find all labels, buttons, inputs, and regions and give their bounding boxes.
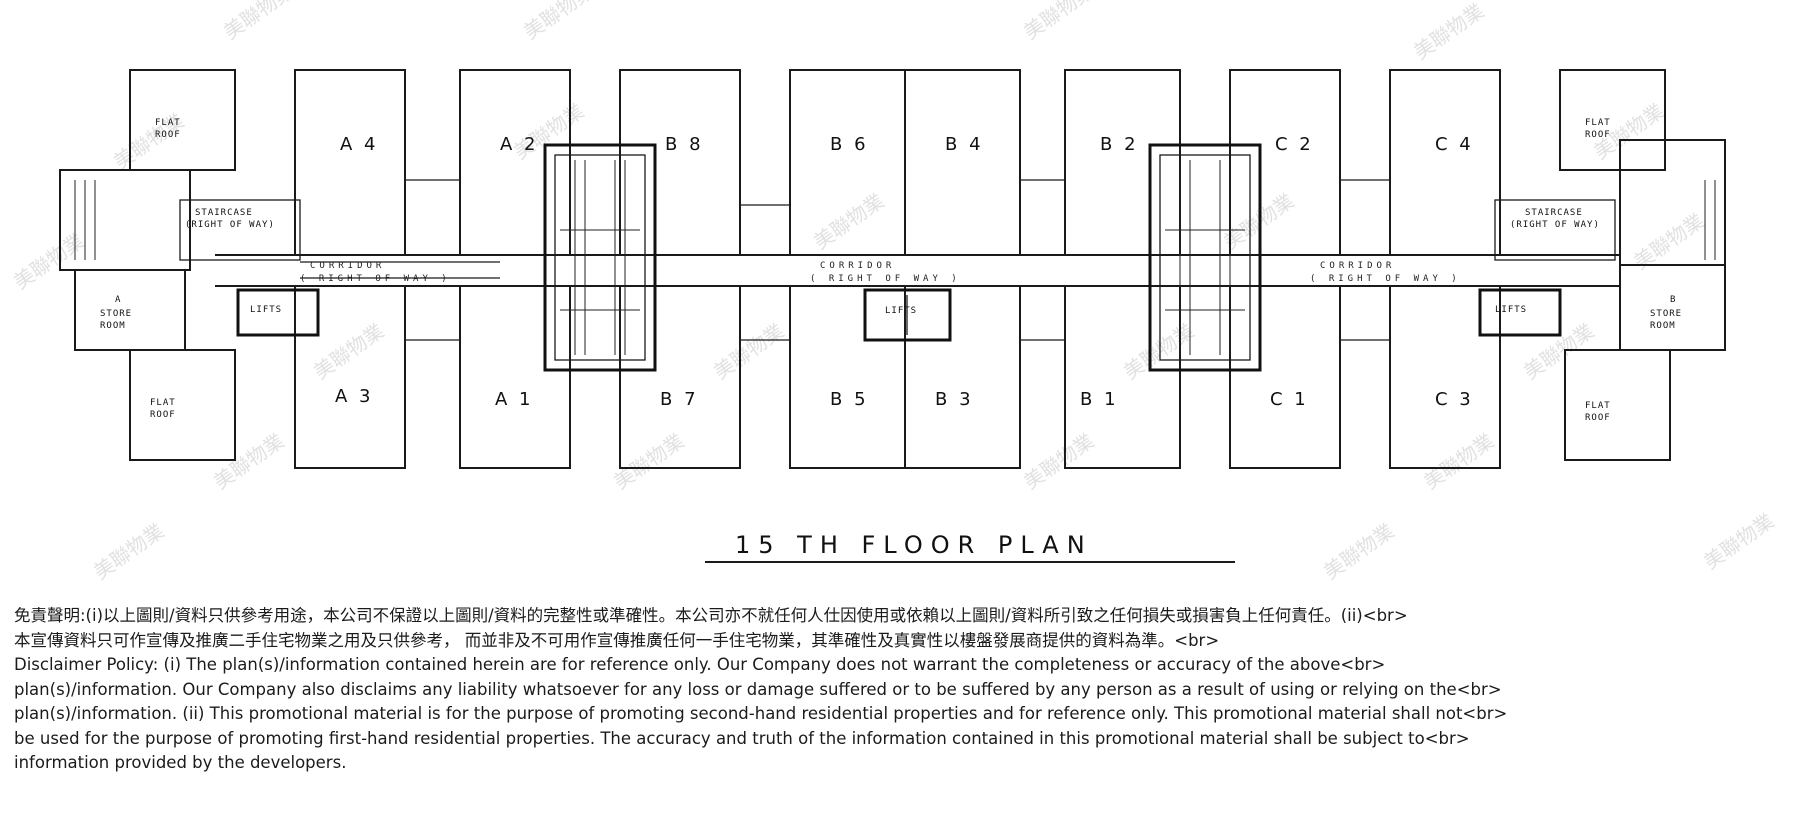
corridor-label: CORRIDOR [310,261,385,271]
disclaimer-line: Disclaimer Policy: (i) The plan(s)/infor… [14,655,1386,674]
unit-b7-label: B 7 [660,389,699,410]
disclaimer-line: information provided by the developers. [14,753,347,772]
flat-roof-label: ROOF [1585,413,1611,423]
disclaimer-line: be used for the purpose of promoting fir… [14,728,1470,748]
corridor-label: ( RIGHT OF WAY ) [1310,274,1461,284]
watermark: 美聯物業 [1019,429,1098,495]
floor-plan-title: 15 TH FLOOR PLAN [735,531,1093,559]
staircase-label: STAIRCASE [195,208,253,218]
store-room-b-label: STORE [1650,309,1682,319]
watermark: 美聯物業 [1699,509,1778,575]
corridor-label: ( RIGHT OF WAY ) [810,274,961,284]
watermark: 美聯物業 [519,0,598,44]
plan-title: 15 TH FLOOR PLAN [705,531,1235,563]
watermark: 美聯物業 [1119,319,1198,385]
disclaimer-line: 免責聲明:(i)以上圖則/資料只供參考用途，本公司不保證以上圖則/資料的完整性或… [14,606,1408,625]
watermark: 美聯物業 [1319,519,1398,585]
flat-roof-label: FLAT [150,398,176,408]
store-room-b-label: ROOM [1650,321,1676,331]
unit-c4-label: C 4 [1435,134,1474,155]
store-room-a-label: A [115,295,121,305]
watermark: 美聯物業 [809,189,888,255]
unit-c2-label: C 2 [1275,134,1314,155]
flat-roof-label: FLAT [1585,401,1611,411]
watermarks: 美聯物業 美聯物業 美聯物業 美聯物業 美聯物業 美聯物業 美聯物業 美聯物業 … [9,0,1778,584]
lifts-label: LIFTS [1495,305,1527,315]
flat-roof-label: ROOF [155,130,181,140]
staircase-label: STAIRCASE [1525,208,1583,218]
store-room-b-label: B [1670,295,1676,305]
corridor-label: CORRIDOR [820,261,895,271]
unit-b8-label: B 8 [665,134,704,155]
disclaimer-line: plan(s)/information. Our Company also di… [14,679,1502,699]
right-wing [1478,69,1726,461]
flat-roof-label: FLAT [1585,118,1611,128]
watermark: 美聯物業 [219,0,298,44]
staircase-label: (RIGHT OF WAY) [1510,220,1600,230]
corridor-label: CORRIDOR [1320,261,1395,271]
stair-core-left [543,143,657,372]
unit-a4-label: A 4 [340,134,379,155]
flat-roof-label: ROOF [150,410,176,420]
disclaimer-line: plan(s)/information. (ii) This promotion… [14,704,1508,723]
watermark: 美聯物業 [709,319,788,385]
unit-b4-label: B 4 [945,134,984,155]
unit-b2-label: B 2 [1100,134,1139,155]
disclaimer-text: 免責聲明:(i)以上圖則/資料只供參考用途，本公司不保證以上圖則/資料的完整性或… [14,604,1786,776]
unit-a3-label: A 3 [335,386,374,407]
upper-units [294,69,1501,256]
disclaimer-line: 本宣傳資料只可作宣傳及推廣二手住宅物業之用及只供參考， 而並非及不可用作宣傳推廣… [14,630,1220,650]
unit-c1-label: C 1 [1270,389,1309,410]
lift-core-center [863,288,952,342]
flat-roof-label: ROOF [1585,130,1611,140]
unit-b1-label: B 1 [1080,389,1119,410]
store-room-a-label: STORE [100,309,132,319]
corridor-label: ( RIGHT OF WAY ) [300,274,451,284]
watermark: 美聯物業 [1019,0,1098,44]
watermark: 美聯物業 [1409,0,1488,64]
watermark: 美聯物業 [209,429,288,495]
stair-core-right [1148,143,1262,372]
watermark: 美聯物業 [9,229,88,295]
unit-labels: A 4 A 2 B 8 B 6 B 4 B 2 C 2 C 4 A 3 A 1 … [335,134,1474,410]
lower-units [294,285,1501,469]
watermark: 美聯物業 [89,519,168,585]
left-wing [59,69,320,461]
unit-c3-label: C 3 [1435,389,1474,410]
unit-a2-label: A 2 [500,134,539,155]
lifts-label: LIFTS [885,306,917,316]
store-room-a-label: ROOM [100,321,126,331]
staircase-label: (RIGHT OF WAY) [185,220,275,230]
watermark: 美聯物業 [1419,429,1498,495]
unit-a1-label: A 1 [495,389,534,410]
unit-b6-label: B 6 [830,134,869,155]
watermark: 美聯物業 [309,319,388,385]
floor-plan-diagram: 美聯物業 美聯物業 美聯物業 美聯物業 美聯物業 美聯物業 美聯物業 美聯物業 … [9,0,1778,584]
lifts-label: LIFTS [250,305,282,315]
unit-b5-label: B 5 [830,389,869,410]
flat-roof-label: FLAT [155,118,181,128]
room-labels: FLAT ROOF FLAT ROOF FLAT ROOF FLAT ROOF … [100,118,1682,423]
unit-b3-label: B 3 [935,389,974,410]
